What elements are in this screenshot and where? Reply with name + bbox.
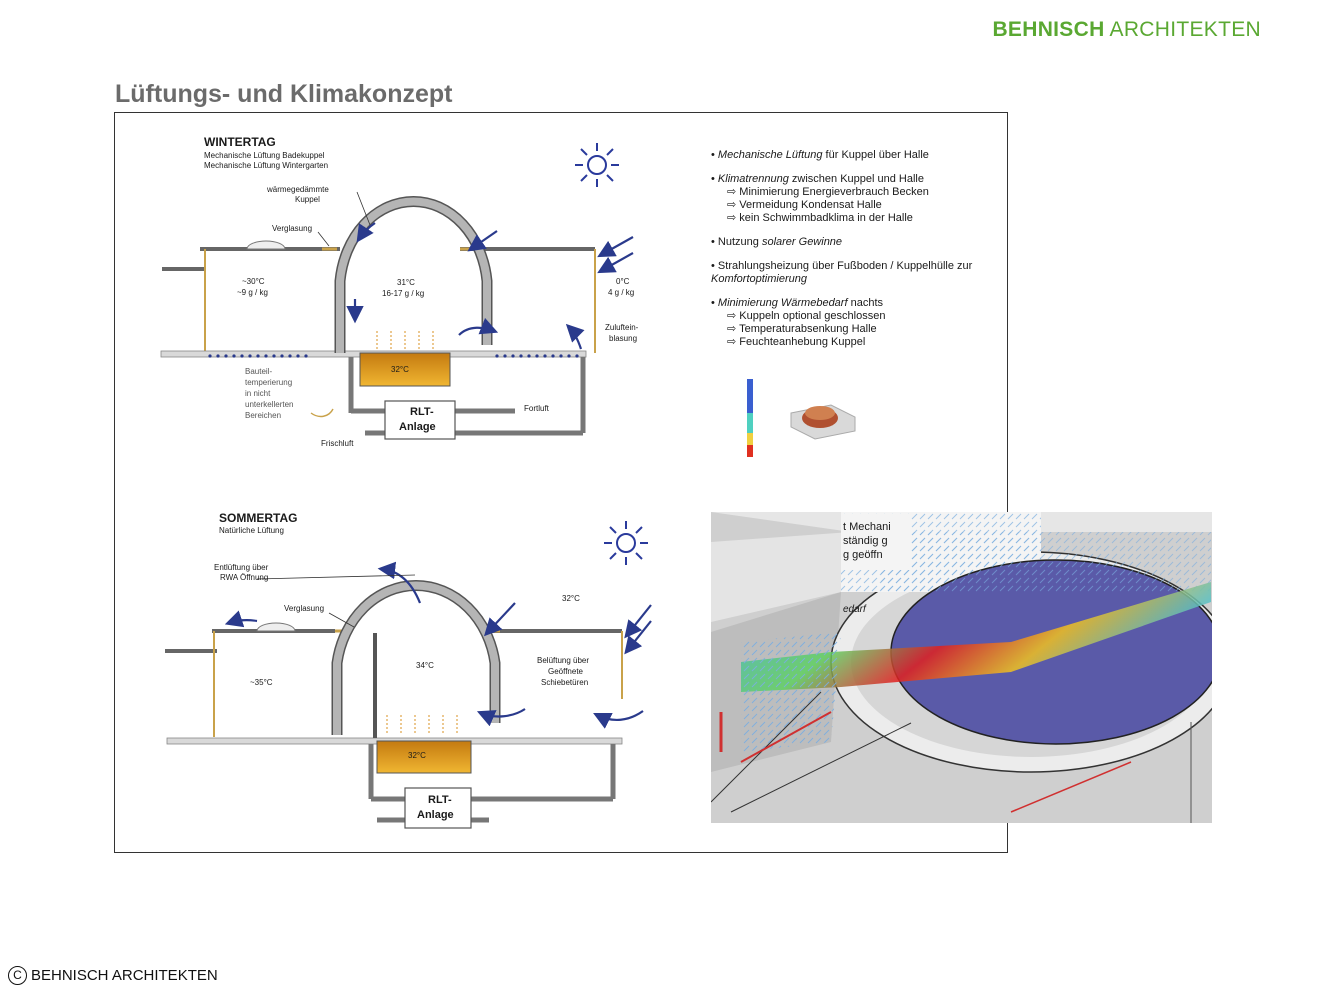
winter-dome-temp: 31°C <box>397 278 415 287</box>
summer-rlt-label-1: RLT- <box>428 794 452 806</box>
footer-text: BEHNISCH ARCHITEKTEN <box>31 967 218 984</box>
summer-arrows <box>224 561 652 729</box>
summer-door-label-1: Belüftung über <box>537 656 589 665</box>
bullet-item-2: • Nutzung solarer Gewinne <box>711 236 843 248</box>
winter-subtitle-1: Mechanische Lüftung Badekuppel <box>204 151 325 160</box>
winter-floor-label-2: temperierung <box>245 378 292 387</box>
winter-supply-label-1: Zuluftein- <box>605 323 639 332</box>
winter-dome-label-2: Kuppel <box>295 195 320 204</box>
winter-left-humidity: ~9 g / kg <box>237 288 268 297</box>
summer-glazing-label: Verglasung <box>284 604 324 613</box>
cfd-simulation-image: t Mechani ständig g g geöffn edarf <box>711 512 1212 823</box>
bullet-subitem: kein Schwimmbadklima in der Halle <box>711 212 1001 225</box>
winter-arrows <box>346 222 634 350</box>
color-scale-legend <box>747 379 856 457</box>
winter-pool-temp: 32°C <box>391 365 409 374</box>
page-title: Lüftungs- und Klimakonzept <box>115 80 453 108</box>
summer-door-label-2: Geöffnete <box>548 667 584 676</box>
summer-rlt-label-2: Anlage <box>417 809 454 821</box>
bullet-subitem: Temperaturabsenkung Halle <box>711 323 1001 336</box>
winter-floor-label-4: unterkellerten <box>245 400 293 409</box>
winter-right-humidity: 4 g / kg <box>608 288 634 297</box>
winter-rlt-label-1: RLT- <box>410 406 434 418</box>
summer-vent-label-2: RWA Öffnung <box>220 573 268 582</box>
winter-supply-label-2: blasung <box>609 334 637 343</box>
sun-icon <box>575 143 619 187</box>
sun-icon-summer <box>604 521 648 565</box>
slide-panel: WINTERTAG Mechanische Lüftung Badekuppel… <box>114 112 1008 853</box>
overlay-text-3: g geöffn <box>843 549 883 561</box>
summer-dome-temp: 34°C <box>416 661 434 670</box>
bullet-item-4: • Minimierung Wärmebedarf nachts Kuppeln… <box>711 297 1001 349</box>
bullet-subitem: Minimierung Energieverbrauch Becken <box>711 186 1001 199</box>
summer-left-temp: ~35°C <box>250 678 273 687</box>
summer-outside-temp: 32°C <box>562 594 580 603</box>
winter-fresh-air-label: Frischluft <box>321 439 354 448</box>
brand-logo: BEHNISCH ARCHITEKTEN <box>992 18 1261 41</box>
winter-floor-label-5: Bereichen <box>245 411 281 420</box>
summer-pool-temp: 32°C <box>408 751 426 760</box>
winter-subtitle-2: Mechanische Lüftung Wintergarten <box>204 161 328 170</box>
summer-subtitle: Natürliche Lüftung <box>219 526 284 535</box>
ventilation-diagram: WINTERTAG Mechanische Lüftung Badekuppel… <box>160 135 856 829</box>
winter-left-temp: ~30°C <box>242 277 265 286</box>
winter-dome-label-1: wärmegedämmte <box>266 185 329 194</box>
summer-vent-label-1: Entlüftung über <box>214 563 269 572</box>
bullet-item-3: • Strahlungsheizung über Fußboden / Kupp… <box>711 260 973 285</box>
winter-title: WINTERTAG <box>204 135 276 149</box>
bullet-subitem: Feuchteanhebung Kuppel <box>711 336 1001 349</box>
winter-floor-label-3: in nicht <box>245 389 271 398</box>
overlay-text-4: edarf <box>843 604 867 615</box>
overlay-text-2: ständig g <box>843 535 888 547</box>
overlay-text-1: t Mechani <box>843 521 891 533</box>
summer-door-label-3: Schiebetüren <box>541 678 588 687</box>
winter-floor-label-1: Bauteil- <box>245 367 272 376</box>
copyright-icon: C <box>8 966 27 985</box>
bullet-item-0: • Mechanische Lüftung für Kuppel über Ha… <box>711 149 929 161</box>
winter-glazing-label: Verglasung <box>272 224 312 233</box>
bullet-subitem: Kuppeln optional geschlossen <box>711 310 1001 323</box>
concept-bullet-list: • Mechanische Lüftung für Kuppel über Ha… <box>711 149 1001 360</box>
winter-right-temp: 0°C <box>616 277 630 286</box>
summer-title: SOMMERTAG <box>219 511 297 525</box>
winter-exhaust-label: Fortluft <box>524 404 550 413</box>
footer-copyright: C BEHNISCH ARCHITEKTEN <box>8 966 218 985</box>
winter-dome-humidity: 16-17 g / kg <box>382 289 424 298</box>
summer-building <box>165 580 623 829</box>
bullet-subitem: Vermeidung Kondensat Halle <box>711 199 1001 212</box>
winter-rlt-label-2: Anlage <box>399 421 436 433</box>
bullet-item-1: • Klimatrennung zwischen Kuppel und Hall… <box>711 173 1001 225</box>
